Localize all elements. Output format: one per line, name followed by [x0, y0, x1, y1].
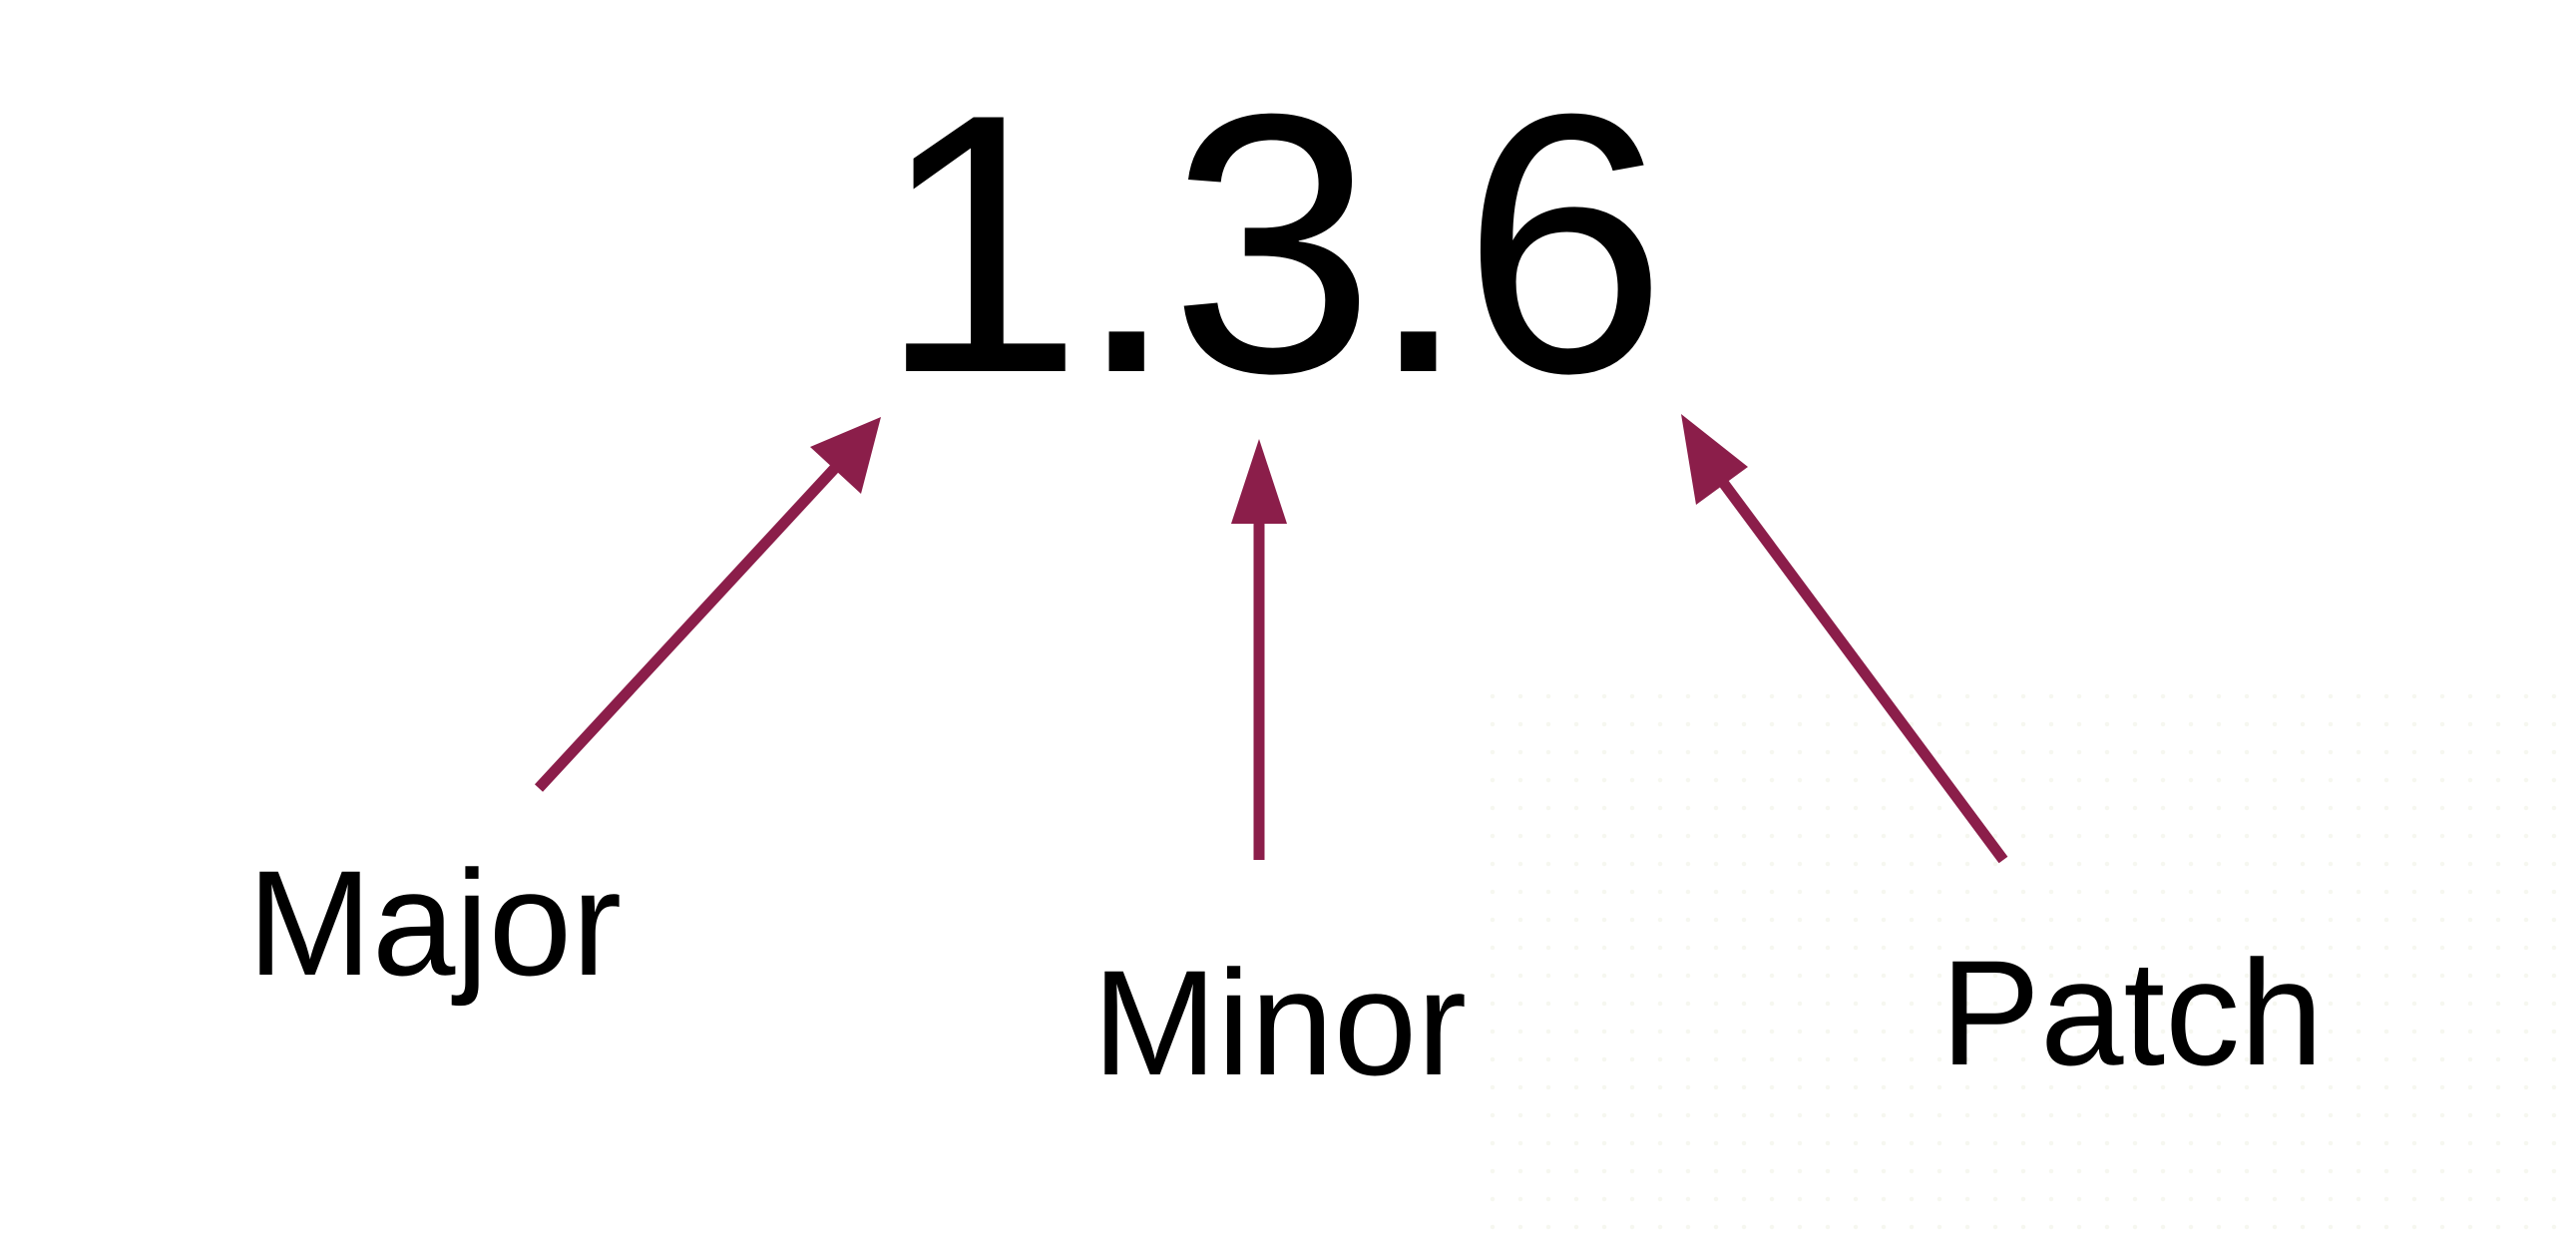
arrow-patch-icon	[1681, 414, 2008, 864]
label-major: Major	[247, 839, 623, 1007]
arrow-major-icon	[534, 417, 881, 792]
label-patch: Patch	[1940, 929, 2324, 1096]
version-number: 1.3.6	[878, 38, 1667, 450]
label-minor: Minor	[1092, 939, 1468, 1106]
background-dot-pattern	[1479, 682, 2576, 1241]
arrow-minor-icon	[1231, 439, 1287, 860]
